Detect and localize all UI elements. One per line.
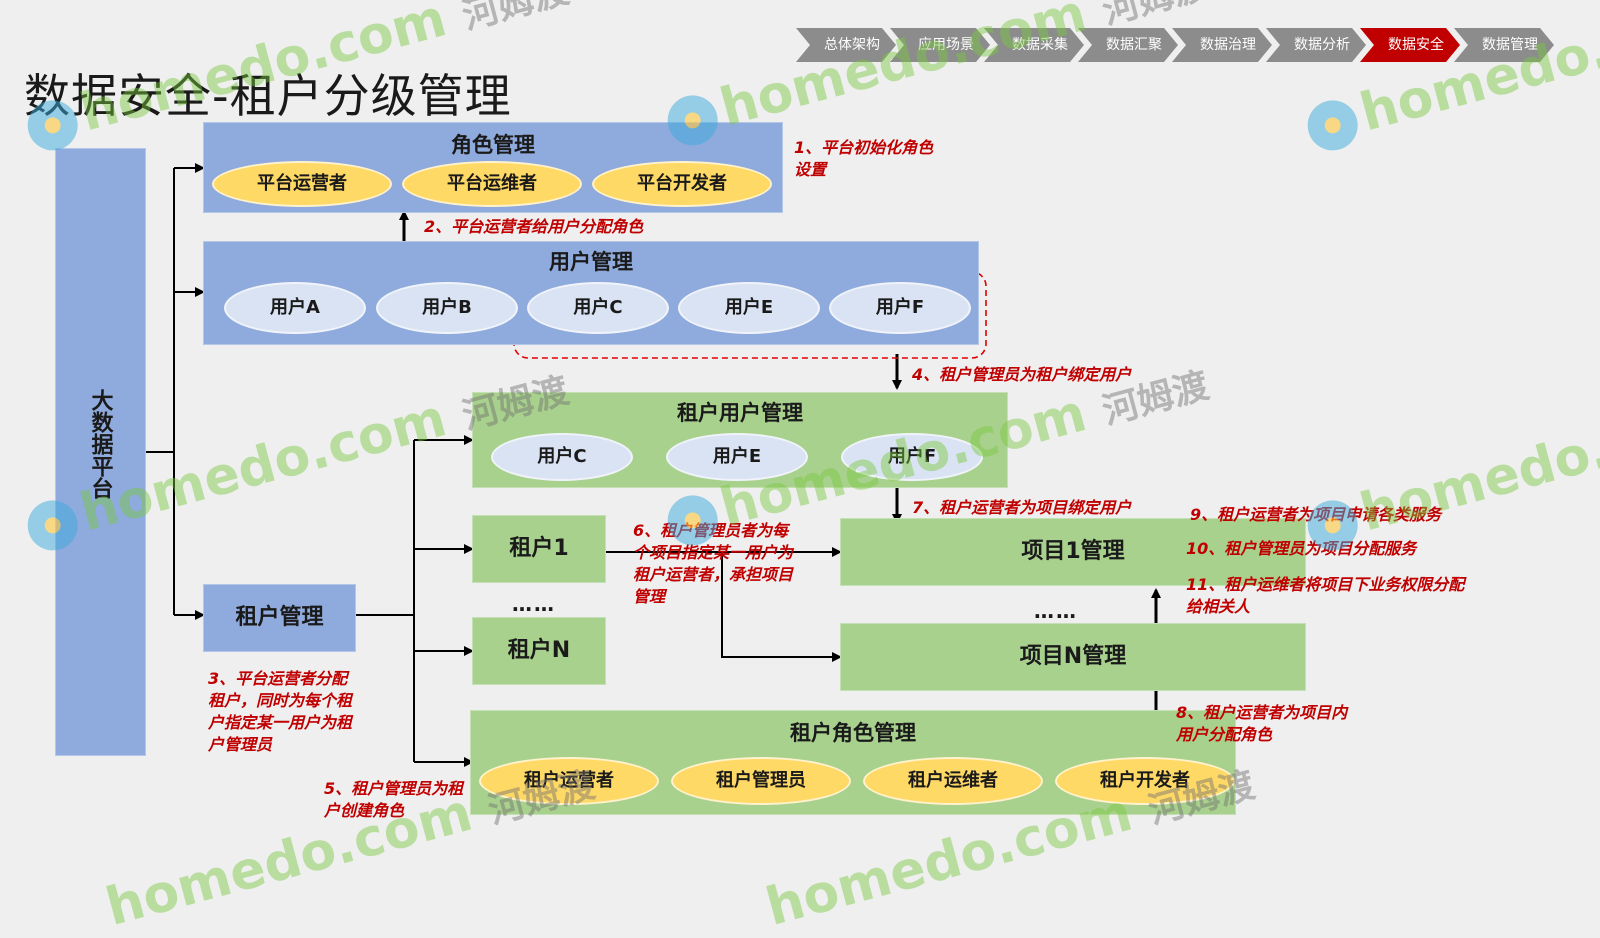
big-data-platform-label: 大数据平台 xyxy=(87,389,113,499)
big-data-platform-box: 大数据平台 xyxy=(55,148,146,756)
user-f[interactable]: 用户F xyxy=(829,282,971,334)
role-tenant-developer[interactable]: 租户开发者 xyxy=(1055,757,1235,805)
nav-item-security[interactable]: 数据安全 xyxy=(1360,28,1460,62)
note-step-10: 10、租户管理员为项目分配服务 xyxy=(1186,539,1417,558)
nav-item-aggregation[interactable]: 数据汇聚 xyxy=(1078,28,1178,62)
tenant-user-f[interactable]: 用户F xyxy=(841,433,983,481)
user-b[interactable]: 用户B xyxy=(376,282,518,334)
note-step-9: 9、租户运营者为项目申请各类服务 xyxy=(1190,505,1442,524)
arrow-tenant1-to-projectn xyxy=(721,552,842,662)
note-step-1: 1、平台初始化角色设置 xyxy=(794,138,934,179)
nav-item-architecture[interactable]: 总体架构 xyxy=(796,28,896,62)
project-n-box[interactable]: 项目N管理 xyxy=(840,623,1306,691)
tenant-role-management-title: 租户角色管理 xyxy=(790,721,916,745)
note-step-3: 3、平台运营者分配租户，同时为每个租户指定某一用户为租户管理员 xyxy=(208,669,353,754)
tenant-management-box[interactable]: 租户管理 xyxy=(203,584,356,652)
note-step-2: 2、平台运营者给用户分配角色 xyxy=(424,217,644,236)
user-management-box: 用户管理 用户A 用户B 用户C 用户E 用户F xyxy=(203,241,979,345)
project-1-box[interactable]: 项目1管理 xyxy=(840,518,1306,586)
nav-item-collection[interactable]: 数据采集 xyxy=(984,28,1084,62)
note-step-11: 11、租户运维者将项目下业务权限分配给相关人 xyxy=(1186,575,1465,616)
tenant-1-box[interactable]: 租户1 xyxy=(472,515,606,583)
note-step-5: 5、租户管理员为租户创建角色 xyxy=(324,779,464,820)
role-tenant-admin[interactable]: 租户管理员 xyxy=(671,757,851,805)
tenant-user-e[interactable]: 用户E xyxy=(666,433,808,481)
note-step-4: 4、租户管理员为租户绑定用户 xyxy=(912,365,1132,384)
projects-ellipsis: …… xyxy=(1034,599,1078,623)
nav-item-scenarios[interactable]: 应用场景 xyxy=(890,28,990,62)
role-platform-operator[interactable]: 平台运营者 xyxy=(212,161,392,207)
note-step-7: 7、租户运营者为项目绑定用户 xyxy=(912,498,1132,517)
user-e[interactable]: 用户E xyxy=(678,282,820,334)
role-platform-developer[interactable]: 平台开发者 xyxy=(592,161,772,207)
breadcrumb-nav: 总体架构 应用场景 数据采集 数据汇聚 数据治理 数据分析 数据安全 数据管理 xyxy=(796,28,1596,62)
tenants-ellipsis: …… xyxy=(512,592,556,616)
user-a[interactable]: 用户A xyxy=(224,282,366,334)
tenant-user-management-box: 租户用户管理 用户C 用户E 用户F xyxy=(472,392,1008,488)
tenant-n-box[interactable]: 租户N xyxy=(472,617,606,685)
note-step-6: 6、租户管理员者为每个项目指定某一用户为租户运营者，承担项目管理 xyxy=(633,521,794,606)
role-management-title: 角色管理 xyxy=(451,133,535,157)
page-title: 数据安全-租户分级管理 xyxy=(24,69,512,123)
user-c[interactable]: 用户C xyxy=(527,282,669,334)
note-step-8: 8、租户运营者为项目内用户分配角色 xyxy=(1176,703,1348,744)
nav-item-analysis[interactable]: 数据分析 xyxy=(1266,28,1366,62)
user-management-title: 用户管理 xyxy=(549,250,633,274)
tenant-role-management-box: 租户角色管理 租户运营者 租户管理员 租户运维者 租户开发者 xyxy=(470,710,1236,815)
role-tenant-ops[interactable]: 租户运维者 xyxy=(863,757,1043,805)
role-management-box: 角色管理 平台运营者 平台运维者 平台开发者 xyxy=(203,122,783,213)
role-tenant-operator[interactable]: 租户运营者 xyxy=(479,757,659,805)
nav-item-governance[interactable]: 数据治理 xyxy=(1172,28,1272,62)
nav-item-management[interactable]: 数据管理 xyxy=(1454,28,1554,62)
tenant-user-management-title: 租户用户管理 xyxy=(677,401,803,425)
role-platform-ops[interactable]: 平台运维者 xyxy=(402,161,582,207)
tenant-user-c[interactable]: 用户C xyxy=(491,433,633,481)
